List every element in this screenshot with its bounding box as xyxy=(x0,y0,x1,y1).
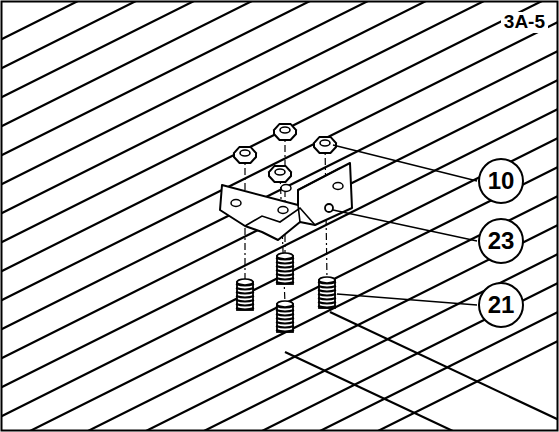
board-edge xyxy=(2,341,557,431)
hex-nut xyxy=(234,147,256,163)
joist-edge xyxy=(285,352,455,430)
callout-number: 23 xyxy=(488,229,515,253)
leader-line xyxy=(333,145,477,181)
board-edge xyxy=(2,2,557,156)
hex-nut xyxy=(314,137,336,153)
callout-circle: 21 xyxy=(478,282,524,328)
callout-number: 10 xyxy=(488,169,515,193)
bracket-hole xyxy=(278,207,288,214)
callout-circle: 10 xyxy=(478,158,524,204)
figure-number: 3A-5 xyxy=(501,12,548,33)
center-line xyxy=(284,130,285,256)
callout-circle: 23 xyxy=(478,218,524,264)
board-edge xyxy=(2,2,557,214)
hex-nut xyxy=(274,124,296,140)
hardware xyxy=(215,105,477,345)
bracket-hole xyxy=(281,185,291,192)
board-edge xyxy=(2,225,557,431)
hex-nut xyxy=(269,166,291,182)
callout-number: 21 xyxy=(488,293,515,317)
board-edge xyxy=(2,283,557,431)
board-edge xyxy=(2,2,557,272)
board-edge xyxy=(2,109,557,389)
leader-line xyxy=(333,210,477,241)
leader-line xyxy=(337,294,477,305)
joist-edge xyxy=(330,312,557,420)
threaded-insert xyxy=(318,277,336,308)
board-edge xyxy=(2,138,557,418)
board-edge xyxy=(2,22,557,302)
threaded-insert xyxy=(236,279,254,310)
board-edge xyxy=(2,80,557,360)
bracket-hole xyxy=(333,183,343,190)
board-edge xyxy=(2,51,557,331)
bracket-fold xyxy=(298,168,340,222)
small-hole xyxy=(325,204,333,212)
bracket-hole xyxy=(231,200,241,207)
threaded-insert xyxy=(276,301,294,332)
threaded-insert xyxy=(276,253,294,284)
bracket xyxy=(220,163,352,240)
board-edge xyxy=(2,254,557,431)
